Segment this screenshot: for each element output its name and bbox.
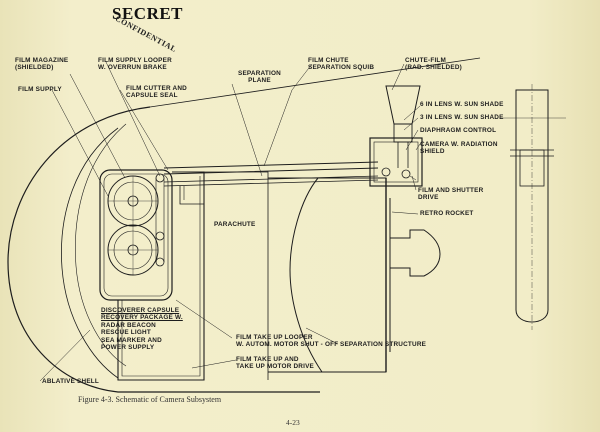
label-separation-structure: SEPARATION STRUCTURE (340, 341, 427, 348)
label-chute-film: CHUTE-FILM(RAD. SHIELDED) (405, 57, 462, 72)
separation-structure (268, 177, 323, 373)
parachute-compartment (204, 171, 269, 380)
separation-plane-line (149, 57, 481, 108)
ablative-shell-outline (7, 106, 320, 393)
figure-caption: Figure 4-3. Schematic of Camera Subsyste… (78, 395, 222, 404)
label-6in-lens: 6 IN LENS W. SUN SHADE (420, 101, 504, 108)
label-3in-lens: 3 IN LENS W. SUN SHADE (420, 114, 504, 121)
label-ablative-shell: ABLATIVE SHELL (42, 378, 100, 385)
side-elevation-view (515, 89, 549, 323)
lens-sun-shade (385, 85, 421, 125)
page-number: 4-23 (286, 418, 300, 427)
classification-stamp: SECRET (112, 4, 184, 23)
label-retro-rocket: RETRO ROCKET (420, 210, 474, 217)
label-film-supply: FILM SUPPLY (18, 86, 62, 93)
retro-rocket (390, 229, 441, 277)
label-parachute: PARACHUTE (214, 221, 256, 228)
recovery-capsule-body (117, 171, 205, 381)
label-discoverer-capsule: DISCOVERER CAPSULE RECOVERY PACKAGE W. R… (101, 307, 183, 352)
label-diaphragm-control: DIAPHRAGM CONTROL (420, 127, 497, 134)
camera-housing (369, 137, 423, 187)
film-magazine-housing (99, 169, 173, 301)
film-chute-tube (163, 161, 379, 175)
label-film-magazine: FILM MAGAZINE(SHIELDED) (15, 57, 69, 72)
